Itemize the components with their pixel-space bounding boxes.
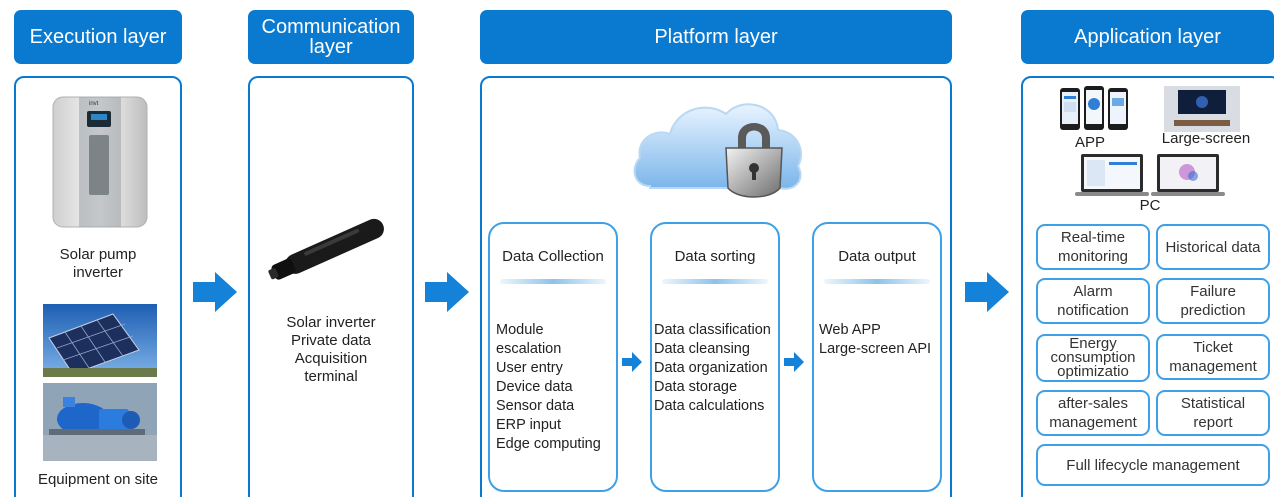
data-sorting-list: Data classification Data cleansing Data … [654,321,771,416]
data-sorting-item: Data cleansing [654,341,750,357]
data-collection-item: Module [496,322,544,338]
communication-layer-title-line2: layer [309,36,353,58]
historical-data-label: Historical data [1165,238,1261,256]
pc-right-icon [1151,154,1225,196]
solar-pump-inverter-label: Solar pump inverter [16,246,180,282]
alarm-notification-line1: Alarm [1073,283,1113,300]
energy-optimization-box: Energy consumption optimizatio [1036,334,1150,382]
communication-terminal-label: Solar inverter Private data Acquisition … [250,314,412,386]
data-collection-box: Data Collection Module escalation User e… [488,222,618,492]
data-sorting-item: Data calculations [654,398,765,414]
platform-layer-header: Platform layer [480,10,952,64]
statistical-report-box: Statistical report [1156,390,1270,436]
after-sales-line1: after-sales [1057,395,1129,412]
mobile-app-icon [1060,86,1128,130]
data-sorting-box: Data sorting Data classification Data cl… [650,222,780,492]
communication-layer-header: Communication layer [248,10,414,64]
execution-layer-header: Execution layer [14,10,182,64]
data-acquisition-terminal-image [268,218,384,280]
realtime-monitoring-line2: monitoring [1057,248,1129,265]
data-sorting-item: Data storage [654,379,738,395]
data-output-box: Data output Web APP Large-screen API [812,222,942,492]
data-collection-item: Sensor data [496,398,575,414]
arrow-platform-to-application [965,272,1009,312]
data-sorting-title: Data sorting [674,248,756,265]
arrow-communication-to-platform [425,272,469,312]
historical-data-box: Historical data [1156,224,1270,270]
communication-terminal-line1: Solar inverter [286,314,376,331]
solar-pump-inverter-image: invt [52,96,148,228]
failure-prediction-line2: prediction [1180,302,1246,319]
arrow-execution-to-communication [193,272,237,312]
solar-panels-image [43,304,157,377]
communication-terminal-line2: Private data [290,332,372,349]
arrow-collection-to-sorting [622,352,642,372]
application-layer-header: Application layer [1021,10,1274,64]
svg-text:invt: invt [89,101,99,107]
solar-pump-inverter-label-line1: Solar pump [59,246,137,263]
ticket-management-line1: Ticket [1193,339,1233,356]
data-collection-item: User entry [496,360,563,376]
statistical-report-line2: report [1193,414,1233,431]
communication-terminal-line3: Acquisition [294,350,368,367]
energy-optimization-line3: optimizatio [1057,363,1129,380]
cloud-lock-icon [633,103,803,198]
communication-layer-panel: Solar inverter Private data Acquisition … [248,76,414,497]
data-collection-list: Module escalation User entry Device data… [496,321,601,454]
full-lifecycle-management-label: Full lifecycle management [1066,456,1240,474]
execution-layer-panel: invt Solar pump inverter Equipment on si… [14,76,182,497]
execution-layer-title: Execution layer [29,26,167,48]
app-label: APP [1074,134,1105,151]
data-output-divider [824,279,930,284]
pc-left-icon [1075,154,1149,196]
equipment-on-site-label: Equipment on site [37,471,159,488]
data-collection-item: Edge computing [496,436,601,452]
large-screen-label: Large-screen [1161,130,1251,147]
data-output-list: Web APP Large-screen API [819,321,931,359]
data-collection-title: Data Collection [502,248,604,265]
data-sorting-item: Data classification [654,322,771,338]
application-layer-title: Application layer [1074,26,1221,48]
after-sales-management-box: after-sales management [1036,390,1150,436]
energy-optimization-line1: Energy [1069,335,1117,352]
pc-label: PC [1139,197,1161,214]
communication-terminal-line4: terminal [304,368,358,385]
data-sorting-divider [662,279,768,284]
alarm-notification-box: Alarm notification [1036,278,1150,324]
data-collection-divider [500,279,606,284]
solar-pump-inverter-label-line2: inverter [72,264,124,281]
platform-layer-title: Platform layer [654,26,778,48]
ticket-management-line2: management [1169,358,1257,375]
data-output-item: Large-screen API [819,341,932,357]
after-sales-line2: management [1049,414,1137,431]
arrow-sorting-to-output [784,352,804,372]
failure-prediction-box: Failure prediction [1156,278,1270,324]
data-collection-item: ERP input [496,417,562,433]
data-output-title: Data output [838,248,916,265]
communication-layer-title-line1: Communication [261,16,401,38]
data-sorting-item: Data organization [654,360,768,376]
ticket-management-box: Ticket management [1156,334,1270,380]
large-screen-icon [1164,86,1240,132]
data-collection-item: Device data [496,379,573,395]
alarm-notification-line2: notification [1057,302,1129,319]
energy-optimization-line2: consumption [1050,349,1136,366]
realtime-monitoring-line1: Real-time [1060,229,1126,246]
pump-equipment-image [43,383,157,461]
data-collection-item: escalation [496,341,562,357]
full-lifecycle-management-box: Full lifecycle management [1036,444,1270,486]
failure-prediction-line1: Failure [1190,283,1236,300]
data-output-item: Web APP [819,322,881,338]
realtime-monitoring-box: Real-time monitoring [1036,224,1150,270]
statistical-report-line1: Statistical [1180,395,1246,412]
